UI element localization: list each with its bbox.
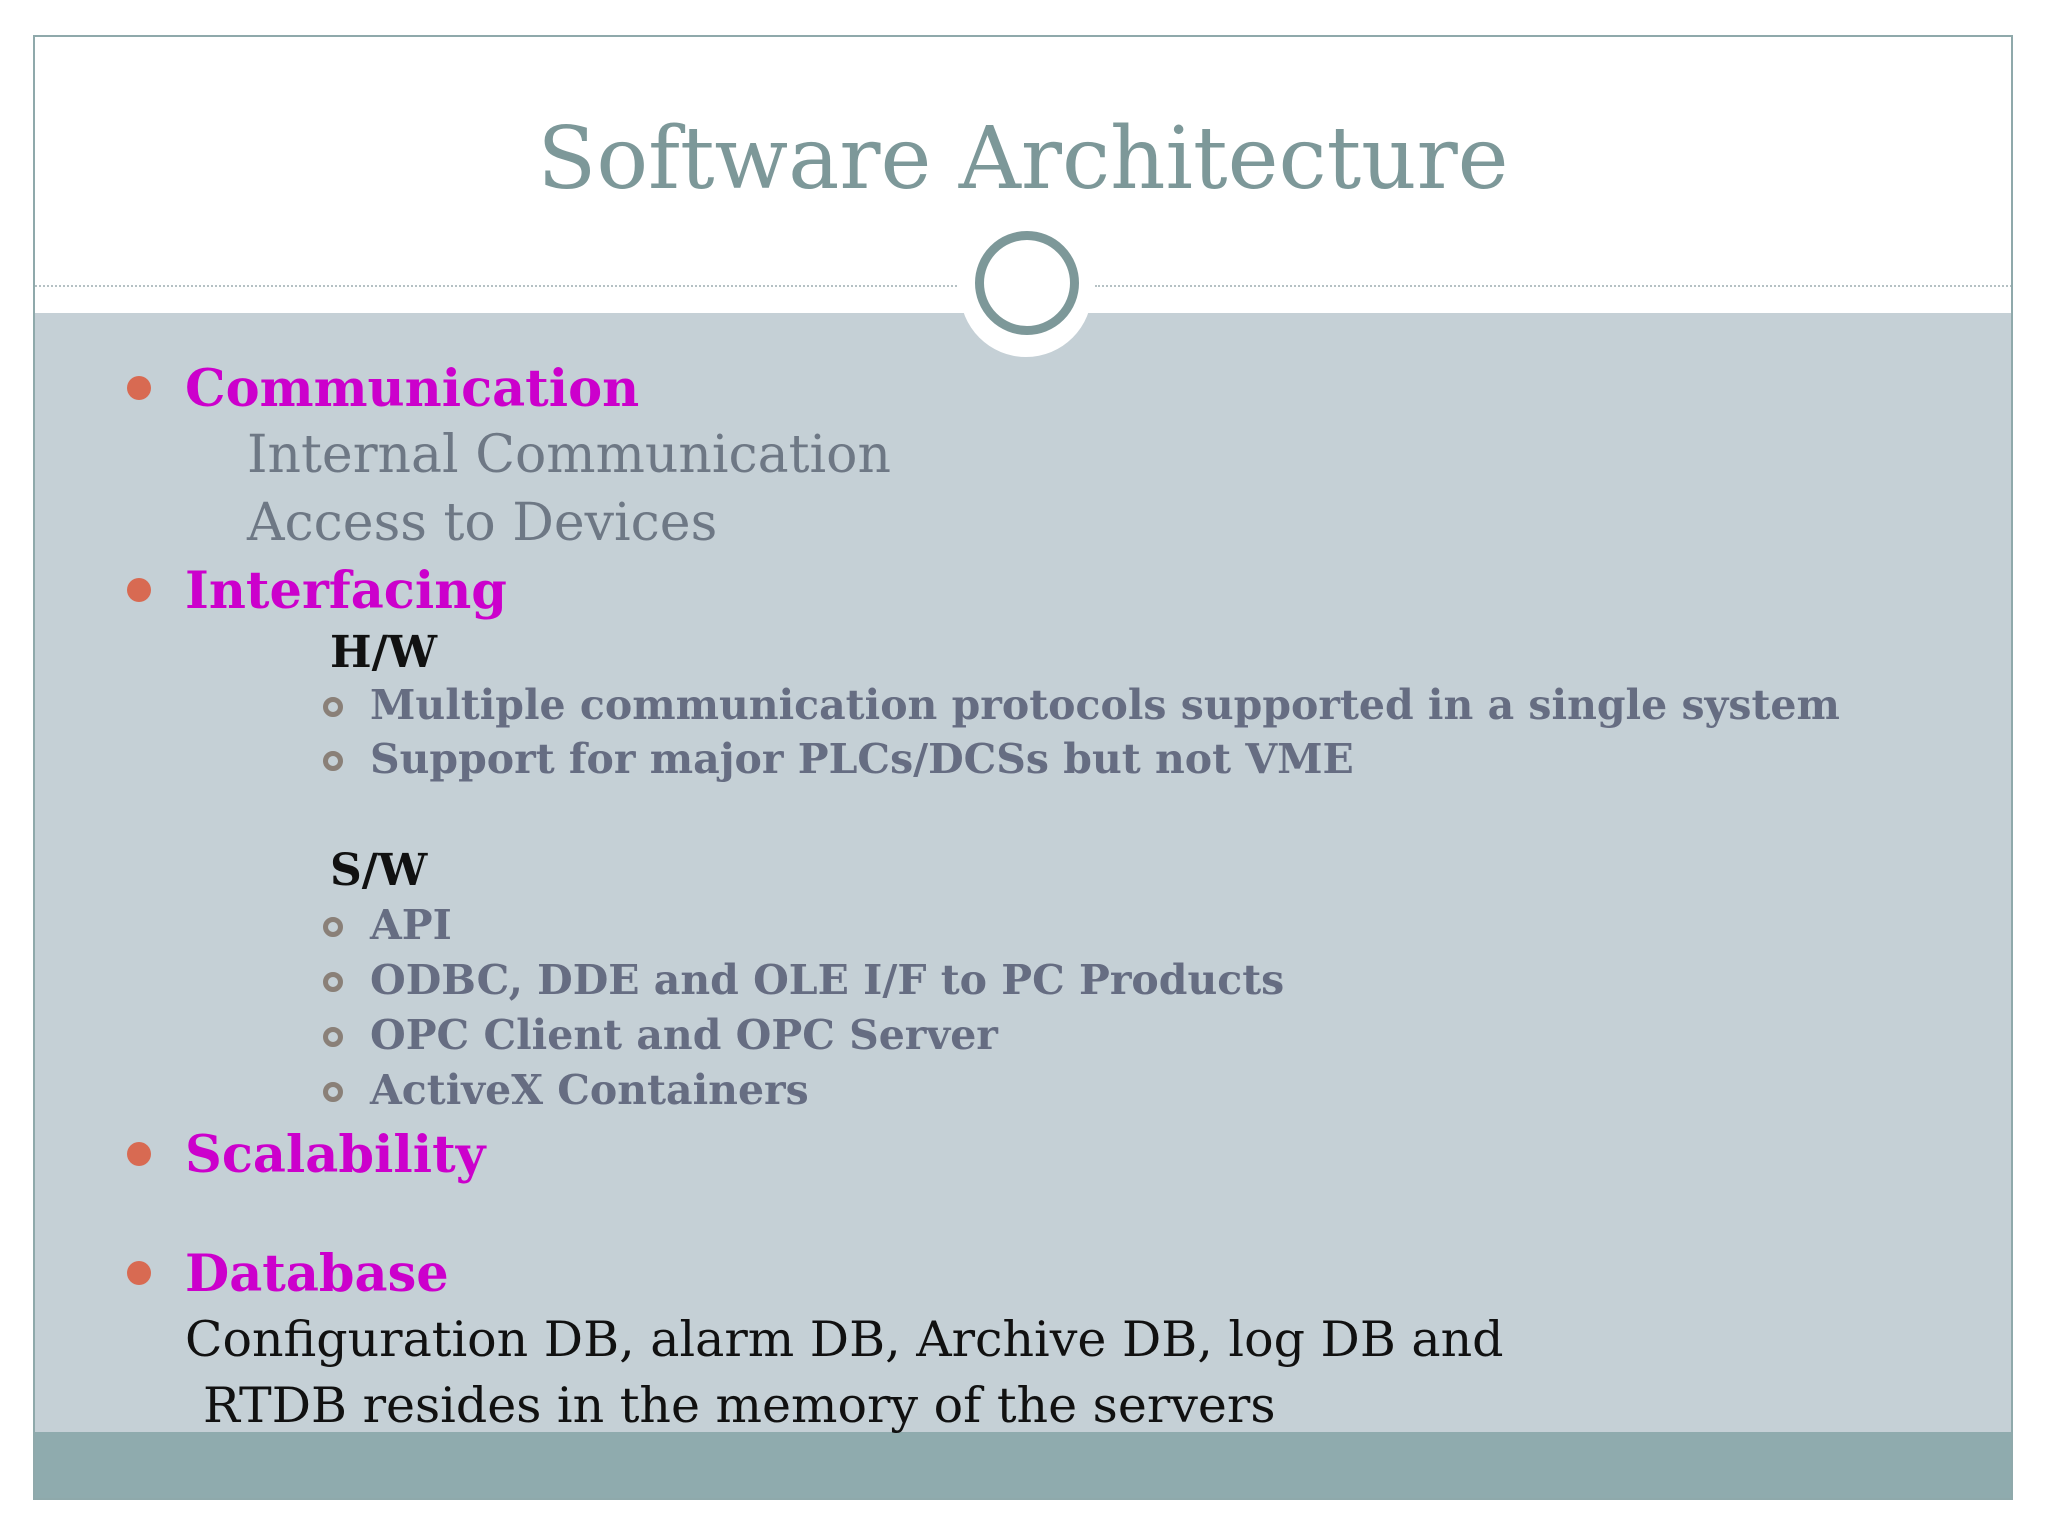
- hw-item: Multiple communication protocols support…: [370, 681, 1840, 729]
- sw-item: ActiveX Containers: [370, 1066, 809, 1114]
- sw-item: ODBC, DDE and OLE I/F to PC Products: [370, 956, 1285, 1004]
- hw-item: Support for major PLCs/DCSs but not VME: [370, 735, 1354, 783]
- slide-title: Software Architecture: [537, 109, 1509, 209]
- sw-label: S/W: [330, 845, 428, 896]
- sw-item: OPC Client and OPC Server: [370, 1011, 998, 1059]
- bullet-dot-icon: [127, 376, 151, 400]
- hw-label: H/W: [330, 627, 438, 678]
- ring-bullet-icon: [323, 1027, 343, 1047]
- database-heading: Database: [185, 1244, 449, 1304]
- title-divider-right: [1095, 285, 2011, 287]
- ring-bullet-icon: [323, 972, 343, 992]
- bullet-dot-icon: [127, 1142, 151, 1166]
- decorative-circle-icon: [975, 231, 1079, 335]
- ring-bullet-icon: [323, 917, 343, 937]
- slide: Software Architecture Communication Inte…: [33, 35, 2013, 1500]
- scalability-heading: Scalability: [185, 1125, 486, 1185]
- ring-bullet-icon: [323, 697, 343, 717]
- communication-item: Internal Communication: [247, 425, 891, 485]
- footer-band: [35, 1432, 2011, 1498]
- bullet-dot-icon: [127, 578, 151, 602]
- database-description-line2: RTDB resides in the memory of the server…: [203, 1377, 1276, 1434]
- database-description-line1: Configuration DB, alarm DB, Archive DB, …: [185, 1311, 1504, 1368]
- ring-bullet-icon: [323, 751, 343, 771]
- communication-heading: Communication: [185, 359, 640, 419]
- title-divider-left: [35, 285, 957, 287]
- bullet-dot-icon: [127, 1261, 151, 1285]
- ring-bullet-icon: [323, 1082, 343, 1102]
- sw-item: API: [370, 901, 452, 949]
- content-area: [35, 313, 2011, 1468]
- communication-item: Access to Devices: [247, 493, 718, 553]
- interfacing-heading: Interfacing: [185, 561, 507, 621]
